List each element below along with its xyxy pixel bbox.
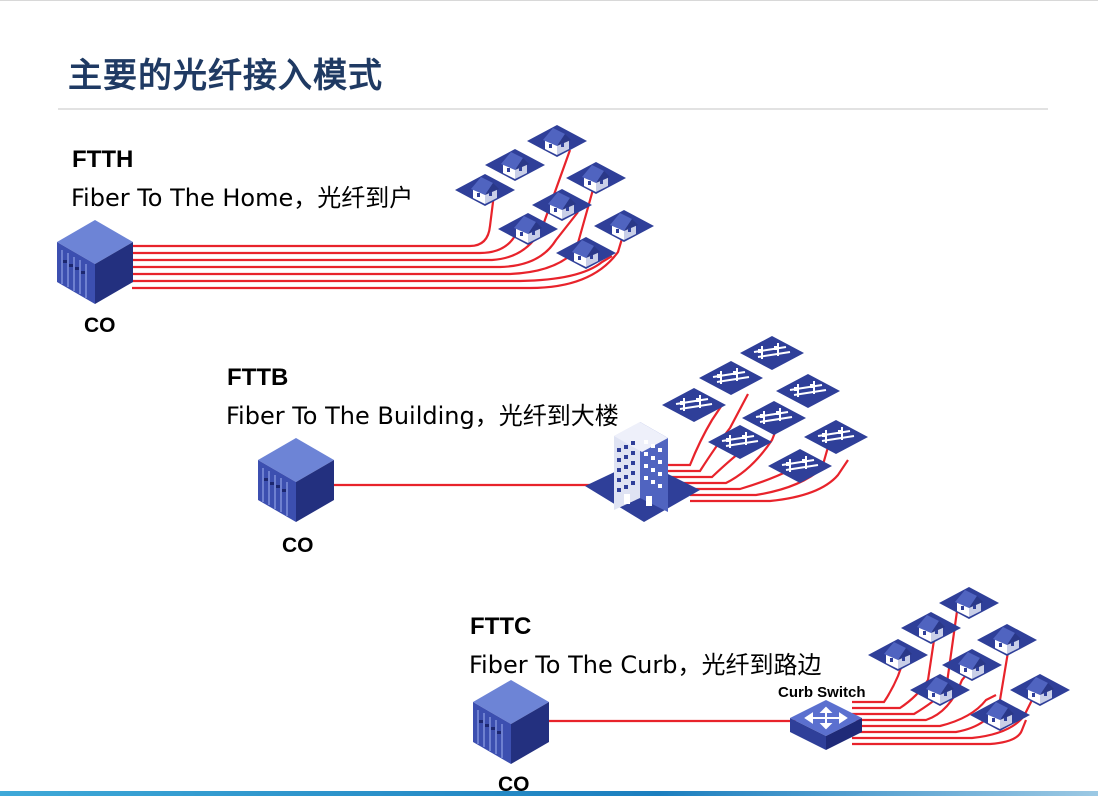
- house-icon: [594, 210, 654, 242]
- house-icon: [939, 587, 999, 619]
- office-unit-icon: [661, 387, 727, 423]
- house-icon: [970, 699, 1030, 731]
- ftth-fibers: [132, 149, 626, 290]
- house-icon: [977, 624, 1037, 656]
- fttc-houses: [868, 587, 1070, 731]
- title-divider: [58, 108, 1048, 110]
- house-icon: [498, 213, 558, 245]
- house-icon: [1010, 674, 1070, 706]
- ftth-houses: [455, 125, 654, 269]
- house-icon: [566, 162, 626, 194]
- fttc-co-label: CO: [498, 773, 530, 796]
- house-icon: [527, 125, 587, 157]
- fttb-code: FTTB: [227, 364, 289, 391]
- fttc-co-cabinet-icon: [472, 679, 550, 765]
- office-unit-icon: [698, 360, 764, 396]
- office-unit-icon: [767, 448, 833, 484]
- house-icon: [868, 639, 928, 671]
- slide-title: 主要的光纤接入模式: [68, 56, 383, 96]
- house-icon: [485, 149, 545, 181]
- ftth-description: Fiber To The Home，光纤到户: [71, 184, 414, 212]
- fttc-description: Fiber To The Curb，光纤到路边: [469, 651, 822, 679]
- curb-switch-icon: [790, 700, 862, 750]
- top-border: [0, 0, 1098, 1]
- building-icon: [585, 422, 700, 522]
- bottom-accent-bar: [0, 791, 1098, 796]
- fttb-co-label: CO: [282, 534, 314, 557]
- fttc-code: FTTC: [470, 613, 532, 640]
- office-unit-icon: [739, 335, 805, 371]
- house-icon: [455, 174, 515, 206]
- ftth-co-label: CO: [84, 314, 116, 337]
- fttb-office-units: [661, 335, 869, 484]
- ftth-code: FTTH: [72, 146, 134, 173]
- office-unit-icon: [741, 400, 807, 436]
- ftth-co-cabinet-icon: [56, 219, 134, 305]
- house-icon: [910, 674, 970, 706]
- office-unit-icon: [803, 419, 869, 455]
- fttb-co-cabinet-icon: [257, 437, 335, 523]
- curb-switch-label: Curb Switch: [778, 684, 866, 701]
- office-unit-icon: [775, 373, 841, 409]
- fttb-description: Fiber To The Building，光纤到大楼: [226, 402, 619, 430]
- house-icon: [532, 189, 592, 221]
